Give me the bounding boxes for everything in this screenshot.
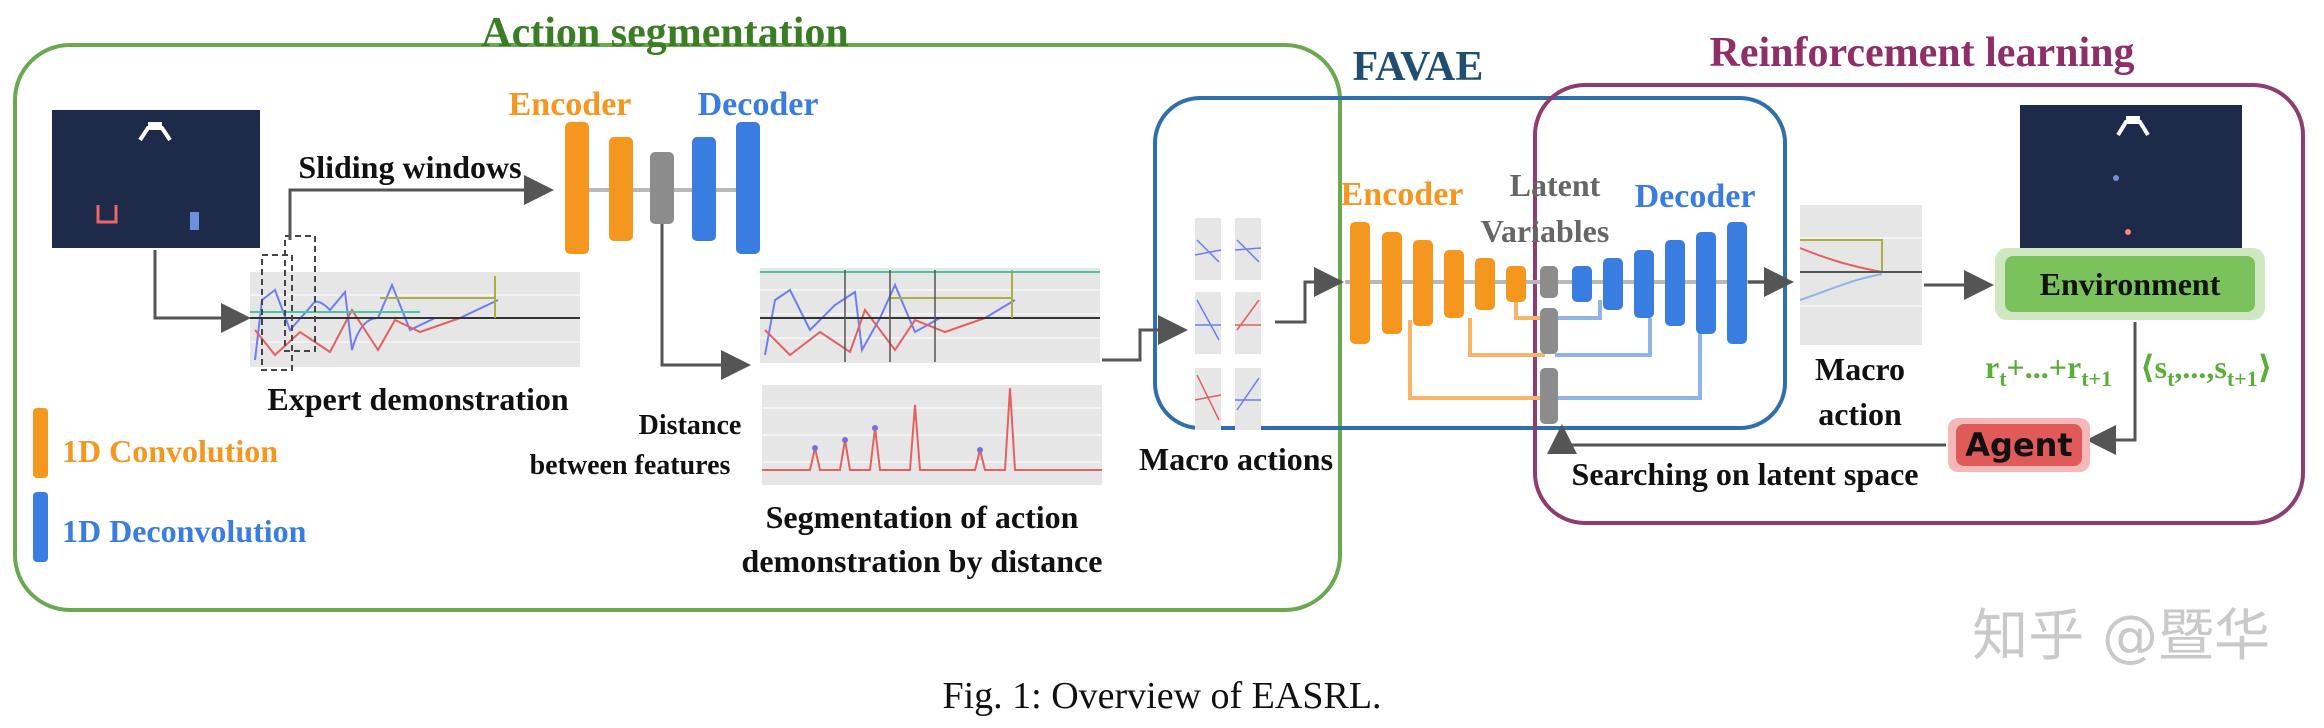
segmentation-label-line2: demonstration by distance <box>742 543 1103 579</box>
game-screen-icon <box>52 110 260 248</box>
svg-text:rt+...+rt+1: rt+...+rt+1 <box>1985 349 2112 391</box>
figure-caption: Fig. 1: Overview of EASRL. <box>942 675 1381 717</box>
arrow-icon <box>288 175 554 240</box>
svg-text:⟨st,...,st+1⟩: ⟨st,...,st+1⟩ <box>2140 349 2272 391</box>
favae-decoder-label: Decoder <box>1635 178 1756 215</box>
reward-r: r <box>1985 349 1999 385</box>
reward-plus-dots: +...+r <box>2007 349 2082 385</box>
watermark: 知乎 @暨华 <box>1972 604 2270 669</box>
agent-label: Agent <box>1965 426 2072 464</box>
distance-label-line1: Distance <box>639 410 742 441</box>
expert-demonstration-plot <box>250 272 580 367</box>
searching-label: Searching on latent space <box>1572 456 1919 492</box>
distance-plot <box>762 385 1102 485</box>
macro-action-thumbnails <box>1194 218 1262 430</box>
state-sub-t: t <box>2167 366 2175 391</box>
action-segmentation-title: Action segmentation <box>481 10 848 56</box>
conv-legend-swatch <box>33 408 48 478</box>
arrow-icon <box>1102 315 1188 362</box>
state-open: ⟨s <box>2140 349 2167 385</box>
macro-action-label-line2: action <box>1818 396 1902 432</box>
environment-box <box>2005 256 2255 312</box>
state-comma-dots: ,...,s <box>2174 349 2226 385</box>
favae-autoencoder <box>1345 222 1770 424</box>
reward-formula: rt+...+rt+1 ⟨st,...,st+1⟩ <box>1985 349 2272 391</box>
latent-label-line1: Latent <box>1510 167 1601 203</box>
macro-action-plot <box>1799 205 1922 345</box>
arrow-icon <box>2086 322 2137 455</box>
sliding-window-box <box>284 235 316 352</box>
expert-demonstration-label: Expert demonstration <box>267 381 569 417</box>
action-segmentation-frame <box>13 43 1342 612</box>
distance-label-line2: between features <box>530 450 731 481</box>
arrow-icon <box>1275 267 1344 324</box>
encoder-label: Encoder <box>509 86 632 123</box>
game-screen-icon <box>2020 105 2242 253</box>
environment-label: Environment <box>2040 266 2221 302</box>
favae-frame <box>1153 96 1787 430</box>
arrow-icon <box>660 224 751 380</box>
decoder-label: Decoder <box>698 86 819 123</box>
state-sub-t1: t+1 <box>2227 366 2258 391</box>
rl-frame <box>1533 83 2305 525</box>
sliding-window-box <box>261 254 293 371</box>
left-autoencoder <box>565 122 760 254</box>
conv-legend-label: 1D Convolution <box>62 433 278 469</box>
favae-title: FAVAE <box>1353 44 1484 90</box>
state-close: ⟩ <box>2258 349 2273 385</box>
agent-box <box>1956 424 2082 466</box>
rl-title: Reinforcement learning <box>1710 30 2135 76</box>
sliding-windows-label: Sliding windows <box>298 149 521 185</box>
favae-encoder-label: Encoder <box>1341 176 1464 213</box>
latent-label-line2: Variables <box>1481 213 1610 249</box>
segmentation-label-line1: Segmentation of action <box>766 499 1079 535</box>
arrow-icon <box>1547 424 1946 454</box>
macro-actions-label: Macro actions <box>1139 441 1333 477</box>
deconv-legend-label: 1D Deconvolution <box>62 513 307 549</box>
reward-sub-t: t <box>1999 366 2007 391</box>
arrow-icon <box>153 250 251 333</box>
macro-action-label-line1: Macro <box>1815 351 1905 387</box>
deconv-legend-swatch <box>33 492 48 562</box>
reward-sub-t1: t+1 <box>2081 366 2112 391</box>
segmented-plot <box>760 268 1100 363</box>
